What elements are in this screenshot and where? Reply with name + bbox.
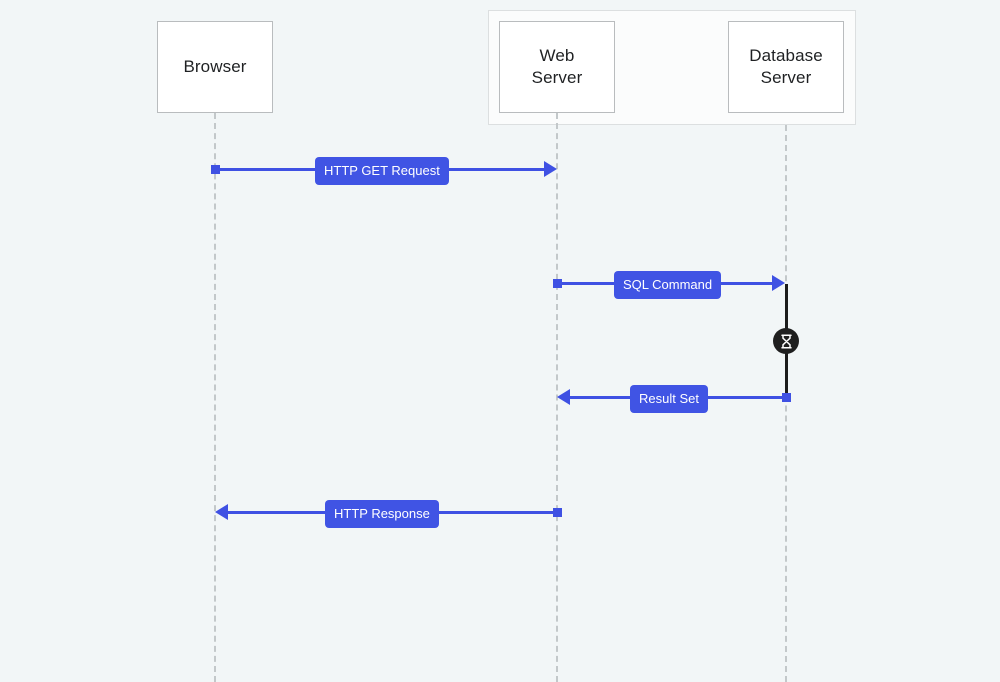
arrow-head-http-response: [215, 504, 228, 520]
message-source-marker-http-response: [553, 508, 562, 517]
lifeline-browser: [214, 113, 216, 682]
lifeline-database-server: [785, 125, 787, 682]
message-label-result-set[interactable]: Result Set: [630, 385, 708, 413]
message-label-http-response[interactable]: HTTP Response: [325, 500, 439, 528]
message-label-sql-command[interactable]: SQL Command: [614, 271, 722, 299]
message-source-marker-result-set: [782, 393, 791, 402]
arrow-head-result-set: [557, 389, 570, 405]
actor-box-browser[interactable]: Browser: [157, 21, 273, 113]
arrow-head-http-get-request: [544, 161, 557, 177]
arrow-head-sql-command: [772, 275, 785, 291]
actor-box-database-server[interactable]: Database Server: [728, 21, 844, 113]
message-label-http-get-request[interactable]: HTTP GET Request: [315, 157, 449, 185]
hourglass-icon: [773, 328, 799, 354]
actor-box-web-server[interactable]: Web Server: [499, 21, 615, 113]
